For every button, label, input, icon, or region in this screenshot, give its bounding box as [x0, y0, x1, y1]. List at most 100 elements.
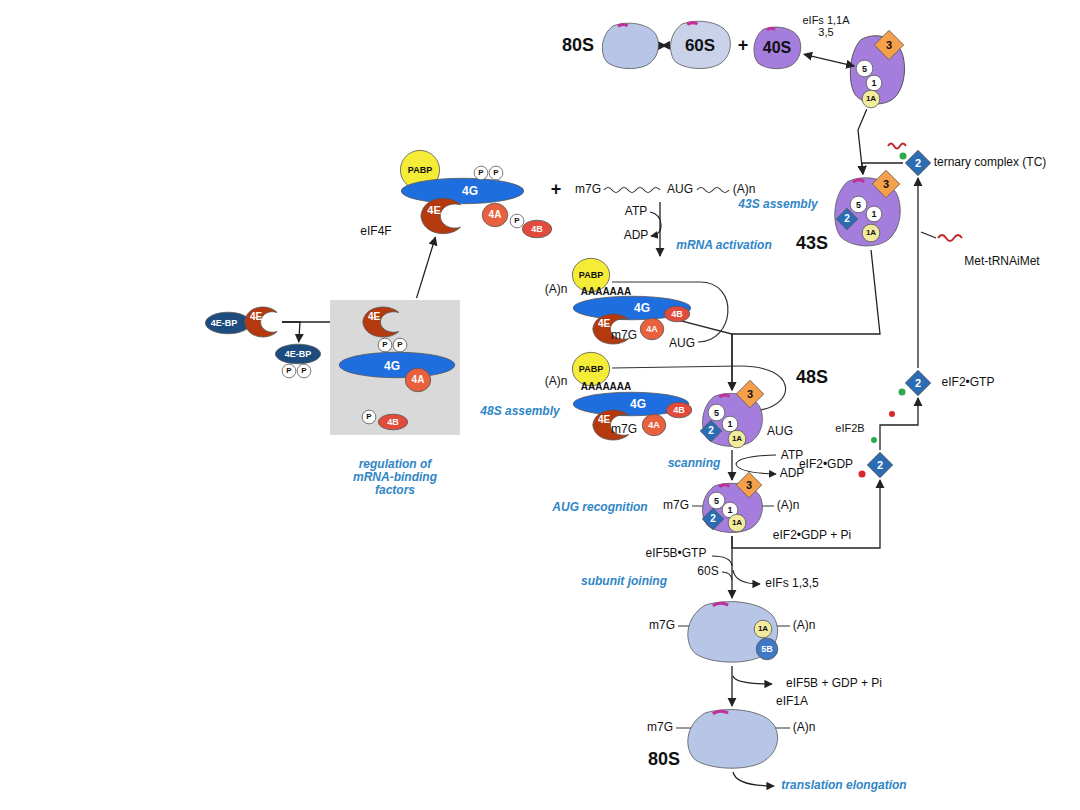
label-text: eIF5B + GDP + Pi [786, 677, 882, 690]
node-text: 3 [886, 40, 892, 51]
label-text: Met-tRNAiMet [964, 255, 1039, 268]
factor-circle: 4A [642, 414, 666, 436]
label-text: eIF2•GDP + Pi [773, 529, 851, 542]
node-text: 1 [727, 506, 732, 515]
gtp-dot [900, 153, 907, 160]
factor-circle: P [474, 166, 488, 180]
factor-circle: 5 [850, 196, 867, 213]
eif4e-crescent-outline [244, 305, 280, 339]
node-text: P [514, 217, 519, 225]
ribosome-complex: 80S [600, 22, 660, 70]
node-text: (A)n [777, 499, 800, 512]
node-text: eIF2•GDP [799, 458, 853, 471]
node-text: 4B [531, 225, 543, 234]
eif4e-crescent: 4E [362, 305, 402, 339]
label-text: ATP [625, 205, 647, 218]
flow-arrow [671, 318, 732, 390]
factor-circle: 1A [728, 514, 746, 532]
label-text: mRNA activation [676, 239, 772, 252]
label-text: subunit joining [581, 575, 667, 588]
node-text: 4E [368, 312, 380, 322]
factor-diamond: 2eIF2•GDP [867, 452, 893, 478]
factor-diamond: 3 [736, 380, 764, 408]
flow-arrow [880, 398, 918, 450]
factor-circle: 4A [640, 318, 664, 340]
node-text: 1 [871, 79, 876, 88]
node-text: 80S [562, 36, 594, 56]
node-text: 1A [758, 625, 768, 633]
trna-symbol [888, 144, 906, 149]
regulation-panel: regulation of mRNA-binding factors4E4GPP… [330, 300, 460, 435]
factor-circle: P [393, 338, 407, 352]
label-text: eIF1A [776, 695, 808, 708]
gdp-dot [889, 411, 895, 417]
node-text: 2 [877, 460, 883, 471]
node-text: PABP [579, 365, 603, 374]
factor-diamond: 3 [872, 170, 900, 198]
node-text: 5 [714, 408, 719, 417]
label-text: + [738, 36, 749, 56]
node-text: P [366, 413, 371, 421]
flow-arrow [731, 666, 732, 706]
label-text: (A)n [545, 375, 568, 388]
protein-ellipse: 4B [664, 306, 690, 322]
node-text: 48S [796, 368, 828, 388]
node-text: 4B [387, 418, 399, 427]
mrna-strand [604, 188, 660, 193]
node-text: 1A [732, 519, 742, 527]
factor-circle: 1A [862, 90, 880, 108]
node-text: P [301, 367, 306, 375]
ribosome-complex: 40S [752, 26, 802, 70]
protein-ellipse: 4G [338, 352, 456, 378]
node-text: m7G [663, 499, 689, 512]
node-text: P [493, 169, 498, 177]
factor-circle: 4A [482, 203, 508, 227]
ribosome-complex: m7G(A)n80S [684, 708, 780, 770]
label-text: + [551, 180, 562, 200]
flow-arrow [282, 322, 300, 342]
factor-diamond: 2 [700, 420, 722, 442]
label-text: eIFs 1,3,5 [765, 577, 818, 590]
node-text: regulation of mRNA-binding factors [340, 458, 450, 498]
node-text: 4A [648, 421, 660, 430]
node-text: 4E [427, 205, 440, 216]
factor-diamond: 3 [874, 30, 904, 60]
factor-circle: P [282, 364, 296, 378]
factor-circle: 1 [722, 416, 738, 432]
ribosome-complex: m7G(A)n35121A [700, 482, 764, 534]
node-text: 2 [844, 214, 850, 224]
factor-circle: P [362, 410, 376, 424]
label-text: (A)n [545, 283, 568, 296]
node-text: P [382, 341, 387, 349]
protein-ellipse: 4E-BP [205, 312, 251, 334]
factor-diamond: 3 [736, 472, 762, 498]
node-text: m7G [649, 619, 675, 632]
node-text: 4A [646, 325, 658, 334]
join-line [921, 232, 936, 238]
node-text: P [478, 169, 483, 177]
atp-hook [650, 212, 661, 236]
edge-label: eIF2B [834, 422, 865, 434]
node-text: 4B [673, 406, 685, 415]
node-text: 4E-BP [285, 350, 312, 359]
factor-diamond: 2ternary complex (TC) [905, 150, 931, 176]
node-text: P [397, 341, 402, 349]
gdp-dot [859, 471, 866, 478]
protein-ellipse: 4G [400, 178, 525, 204]
label-text: scanning [668, 457, 721, 470]
factor-circle: 5 [856, 60, 873, 77]
flow-arrow [732, 250, 880, 390]
label-text: AUG [767, 425, 793, 438]
node-text: P [286, 367, 291, 375]
flow-arrow [731, 450, 732, 480]
label-text: 60S [697, 565, 718, 578]
factor-circle: P [297, 364, 311, 378]
node-text: 4E-BP [211, 319, 238, 328]
flow-arrow [917, 178, 918, 368]
flow-arrow [804, 54, 854, 66]
factor-circle: 1A [754, 620, 772, 638]
eif4e-crescent-outline [362, 305, 402, 339]
node-text: PABP [579, 271, 603, 280]
